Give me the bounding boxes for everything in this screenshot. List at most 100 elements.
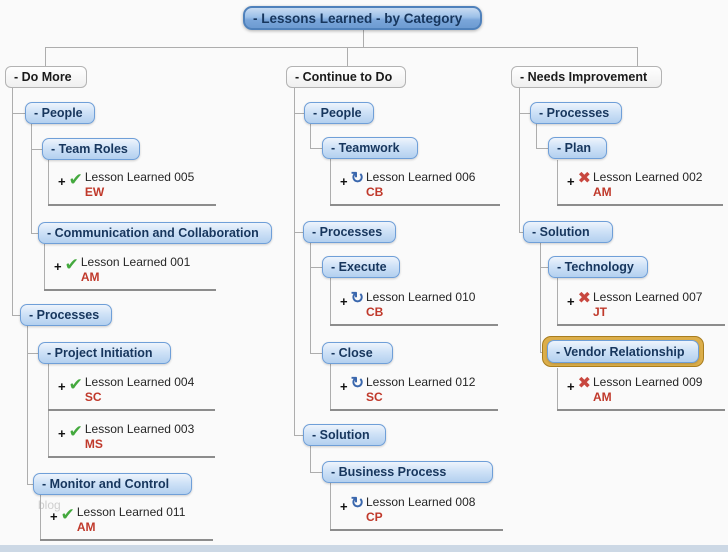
topic-label: - Close: [331, 346, 373, 360]
lesson-item-003[interactable]: + ✔ Lesson Learned 003 MS: [48, 422, 215, 458]
expand-icon[interactable]: +: [54, 259, 62, 274]
branch-do-more[interactable]: - Do More: [5, 66, 87, 88]
connector-line: [31, 149, 42, 150]
connector-line: [48, 160, 49, 206]
lesson-title: Lesson Learned 006: [366, 170, 476, 184]
topic-monitor-and-control[interactable]: - Monitor and Control: [33, 473, 192, 495]
branch-continue-to-do[interactable]: - Continue to Do: [286, 66, 406, 88]
topic-execute[interactable]: - Execute: [322, 256, 400, 278]
connector-line: [330, 278, 331, 326]
topic-label: - Solution: [532, 225, 590, 239]
connector-line: [310, 267, 322, 268]
topic-people-left[interactable]: - People: [25, 102, 95, 124]
lesson-item-002[interactable]: + ✖ Lesson Learned 002 AM: [557, 170, 723, 206]
lesson-item-007[interactable]: + ✖ Lesson Learned 007 JT: [557, 290, 725, 326]
lesson-title: Lesson Learned 004: [84, 375, 195, 389]
topic-processes-left[interactable]: - Processes: [20, 304, 112, 326]
topic-processes-right[interactable]: - Processes: [530, 102, 622, 124]
connector-line: [347, 47, 348, 66]
connector-line: [536, 148, 548, 149]
lesson-item-004[interactable]: + ✔ Lesson Learned 004 SC: [48, 375, 215, 411]
central-topic-lessons-learned[interactable]: - Lessons Learned - by Category: [243, 6, 482, 30]
check-icon: ✔: [68, 170, 83, 189]
connector-line: [310, 446, 311, 472]
lesson-item-005[interactable]: + ✔ Lesson Learned 005 EW: [48, 170, 216, 206]
branch-needs-improvement[interactable]: - Needs Improvement: [511, 66, 662, 88]
connector-line: [31, 124, 32, 233]
topic-label: - People: [313, 106, 362, 120]
check-icon: ✔: [68, 422, 83, 441]
connector-line: [519, 232, 523, 233]
lesson-title: Lesson Learned 011: [76, 505, 186, 519]
topic-plan[interactable]: - Plan: [548, 137, 607, 159]
topic-solution-mid[interactable]: - Solution: [303, 424, 386, 446]
lesson-owner: CB: [366, 185, 384, 199]
lesson-owner: MS: [84, 437, 103, 451]
connector-line: [45, 47, 46, 66]
check-icon: ✔: [64, 255, 79, 274]
lesson-item-001[interactable]: + ✔ Lesson Learned 001 AM: [44, 255, 216, 291]
connector-line: [330, 159, 331, 206]
topic-communication-and-collaboration[interactable]: - Communication and Collaboration: [38, 222, 272, 244]
topic-label: - Technology: [557, 260, 634, 274]
lesson-owner: AM: [593, 185, 612, 199]
connector-line: [310, 124, 311, 148]
topic-team-roles[interactable]: - Team Roles: [42, 138, 140, 160]
topic-close[interactable]: - Close: [322, 342, 393, 364]
connector-line: [27, 484, 33, 485]
topic-vendor-relationship[interactable]: - Vendor Relationship: [547, 340, 699, 363]
watermark: blog: [38, 498, 61, 512]
expand-icon[interactable]: +: [50, 509, 58, 524]
connector-line: [519, 113, 530, 114]
topic-business-process[interactable]: - Business Process: [322, 461, 493, 483]
expand-icon[interactable]: +: [58, 174, 66, 189]
expand-icon[interactable]: +: [340, 294, 348, 309]
topic-label: - Plan: [557, 141, 592, 155]
expand-icon[interactable]: +: [567, 174, 575, 189]
topic-label: - Processes: [312, 225, 383, 239]
lesson-item-012[interactable]: + ↻ Lesson Learned 012 SC: [330, 375, 498, 411]
lesson-title: Lesson Learned 010: [366, 290, 476, 304]
connector-line: [294, 435, 303, 436]
connector-line: [27, 353, 38, 354]
connector-line: [310, 148, 322, 149]
connector-line: [12, 113, 25, 114]
lesson-item-011[interactable]: + ✔ Lesson Learned 011 AM: [40, 505, 213, 541]
topic-technology[interactable]: - Technology: [548, 256, 648, 278]
topic-label: - Solution: [312, 428, 370, 442]
connector-line: [294, 113, 304, 114]
cross-icon: ✖: [577, 170, 591, 187]
expand-icon[interactable]: +: [567, 294, 575, 309]
cross-icon: ✖: [577, 290, 591, 307]
lesson-item-010[interactable]: + ↻ Lesson Learned 010 CB: [330, 290, 498, 326]
topic-people-mid[interactable]: - People: [304, 102, 374, 124]
expand-icon[interactable]: +: [58, 379, 66, 394]
topic-label: - Monitor and Control: [42, 477, 170, 491]
lesson-item-008[interactable]: + ↻ Lesson Learned 008 CP: [330, 495, 503, 531]
topic-label: - Processes: [539, 106, 610, 120]
lesson-owner: AM: [76, 520, 96, 534]
topic-processes-mid[interactable]: - Processes: [303, 221, 396, 243]
expand-icon[interactable]: +: [567, 379, 575, 394]
lesson-owner: AM: [593, 390, 612, 404]
connector-line: [540, 267, 548, 268]
topic-solution-right[interactable]: - Solution: [523, 221, 613, 243]
lesson-owner: SC: [366, 390, 383, 404]
connector-line: [363, 30, 364, 47]
refresh-icon: ↻: [350, 170, 364, 187]
expand-icon[interactable]: +: [340, 174, 348, 189]
connector-line: [294, 232, 303, 233]
topic-teamwork[interactable]: - Teamwork: [322, 137, 418, 159]
connector-line: [557, 160, 558, 206]
lesson-title: Lesson Learned 008: [366, 495, 476, 509]
lesson-item-009[interactable]: + ✖ Lesson Learned 009 AM: [557, 375, 725, 411]
expand-icon[interactable]: +: [340, 499, 348, 514]
connector-line: [330, 483, 331, 531]
connector-line: [45, 47, 637, 48]
topic-project-initiation[interactable]: - Project Initiation: [38, 342, 171, 364]
expand-icon[interactable]: +: [340, 379, 348, 394]
connector-line: [519, 88, 520, 232]
topic-label: - Project Initiation: [47, 346, 153, 360]
lesson-item-006[interactable]: + ↻ Lesson Learned 006 CB: [330, 170, 500, 206]
expand-icon[interactable]: +: [58, 426, 66, 441]
